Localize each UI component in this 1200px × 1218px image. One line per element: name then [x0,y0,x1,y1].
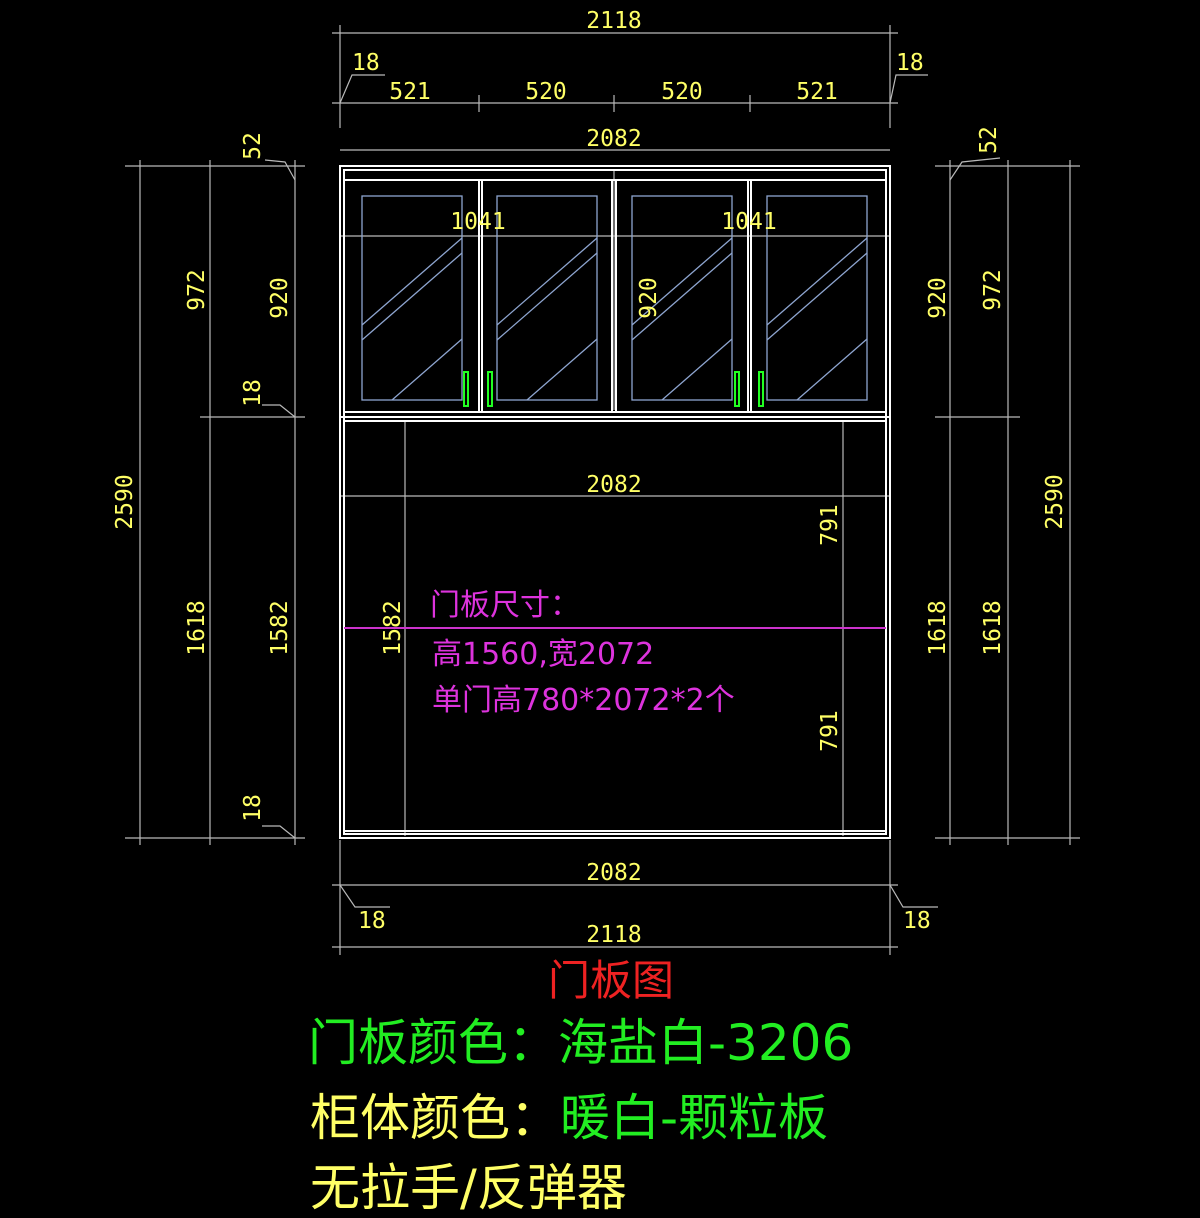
dim-right-top-rail: 52 [976,126,1002,154]
dim-top-segment-2: 520 [525,79,567,105]
dim-upper-mid-height: 920 [636,277,662,319]
dim-top-side-left: 18 [352,50,380,76]
glass-door-1 [361,195,469,407]
note-line-3: 单门高780*2072*2个 [432,683,735,718]
dim-top-inner: 2082 [586,126,641,152]
dim-inner-lower-width: 2082 [586,472,641,498]
door-color-value: 海盐白-3206 [558,1014,853,1072]
dim-left-total: 2590 [112,474,138,529]
dim-left-mid-rail: 18 [240,379,266,407]
dim-bottom-side-right: 18 [903,908,931,934]
dim-right-inner-lower: 1618 [925,600,951,655]
drawing-title: 门板图 [548,956,674,1005]
glass-door-3 [631,195,740,407]
dim-top-segment-3: 520 [661,79,703,105]
door-size-note: 门板尺寸： 高1560,宽2072 单门高780*2072*2个 [430,588,735,718]
dim-door-bottom: 791 [817,710,843,752]
svg-text:柜体颜色：暖白-颗粒板: 柜体颜色：暖白-颗粒板 [310,1089,828,1147]
door-handle-4 [758,371,764,407]
door-color-label: 门板颜色： [308,1014,558,1072]
cabinet-outline [339,165,891,839]
dim-right-upper: 972 [980,269,1006,311]
dim-upper-pair-left: 1041 [450,209,505,235]
door-handle-1 [463,371,469,407]
dimension-texts: 2118 18 18 521 520 520 521 2082 1041 104… [112,8,1068,948]
dim-bottom-inner: 2082 [586,860,641,886]
dim-top-segment-1: 521 [389,79,431,105]
dim-top-overall: 2118 [586,8,641,34]
cabinet-color-value: 暖白-颗粒板 [560,1089,828,1147]
dimension-lines [125,25,1080,955]
dim-right-lower: 1618 [980,600,1006,655]
dim-left-bottom-rail: 18 [240,794,266,822]
dim-left-lower: 1618 [184,600,210,655]
dim-top-side-right: 18 [896,50,924,76]
cabinet-color-label: 柜体颜色： [310,1089,560,1147]
specs: 门板颜色：海盐白-3206 柜体颜色：暖白-颗粒板 无拉手/反弹器 [308,1014,853,1217]
note-line-2: 高1560,宽2072 [432,637,654,672]
dim-left-inner-lower: 1582 [267,600,293,655]
dim-right-inner-upper: 920 [925,277,951,319]
dim-left-inner-upper: 920 [267,277,293,319]
dim-left-top-rail: 52 [240,132,266,160]
door-handle-2 [487,371,493,407]
dim-top-segment-4: 521 [796,79,838,105]
hardware-spec: 无拉手/反弹器 [310,1159,627,1217]
dim-bottom-overall: 2118 [586,922,641,948]
glass-door-4 [758,195,868,407]
svg-text:门板颜色：海盐白-3206: 门板颜色：海盐白-3206 [308,1014,853,1072]
dim-door-top: 791 [817,504,843,546]
dim-left-upper: 972 [184,269,210,311]
dim-bottom-side-left: 18 [358,908,386,934]
door-handle-3 [734,371,740,407]
dim-upper-pair-right: 1041 [721,209,776,235]
note-line-1: 门板尺寸： [430,588,580,623]
dim-right-total: 2590 [1042,474,1068,529]
glass-door-2 [487,195,598,407]
dim-inner-lower-height: 1582 [380,600,406,655]
